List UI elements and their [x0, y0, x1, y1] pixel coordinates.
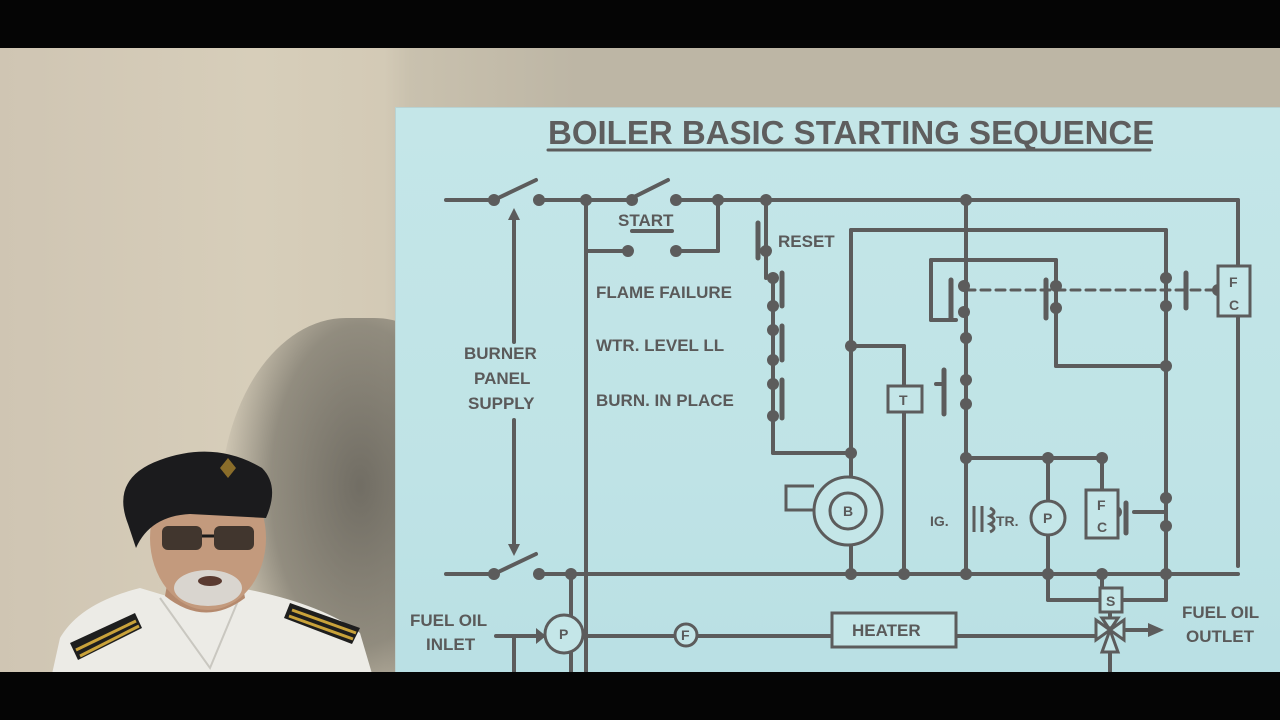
cap-badge: [220, 458, 236, 478]
flame-control-top: [1216, 264, 1252, 318]
fuel-oil-inlet-line1: FUEL OIL: [410, 611, 487, 630]
flame-control-mid-c: C: [1097, 519, 1107, 535]
blower-label: B: [843, 503, 853, 519]
fuel-oil-outlet-line2: OUTLET: [1186, 627, 1255, 646]
letterbox-bottom: [0, 672, 1280, 720]
slide-title: BOILER BASIC STARTING SEQUENCE: [548, 114, 1154, 151]
solenoid-box: [1098, 586, 1124, 614]
burner-in-place-label: BURN. IN PLACE: [596, 391, 734, 410]
starting-sequence-diagram: BOILER BASIC STARTING SEQUENCE START RES…: [410, 114, 1259, 672]
flame-control-top-f: F: [1229, 274, 1238, 290]
letterbox-top: [0, 0, 1280, 48]
glasses-right-lens: [214, 526, 254, 550]
heater-label: HEATER: [852, 621, 921, 640]
glasses-left-lens: [162, 526, 202, 550]
fuel-pump-symbol: [543, 613, 585, 655]
flame-failure-label: FLAME FAILURE: [596, 283, 732, 302]
projected-slide: BOILER BASIC STARTING SEQUENCE START RES…: [396, 108, 1280, 672]
video-frame: BOILER BASIC STARTING SEQUENCE START RES…: [0, 48, 1280, 672]
flame-control-mid: [1084, 488, 1120, 540]
filter-label: F: [681, 627, 690, 643]
solenoid-label: S: [1106, 593, 1115, 609]
beret: [123, 451, 273, 548]
burner-panel-supply-line2: PANEL: [474, 369, 530, 388]
fuel-oil-outlet-line1: FUEL OIL: [1182, 603, 1259, 622]
burner-panel-supply-line3: SUPPLY: [468, 394, 535, 413]
pump-label: P: [1043, 510, 1052, 526]
fuel-oil-inlet-line2: INLET: [426, 635, 476, 654]
ignition-label: IG.: [930, 513, 949, 529]
reset-label: RESET: [778, 232, 835, 251]
burner-panel-supply-line1: BURNER: [464, 344, 537, 363]
heater-box: [830, 611, 958, 649]
presenter: [52, 451, 372, 672]
timer-box: [886, 384, 924, 414]
transformer-label: TR.: [996, 513, 1019, 529]
water-level-label: WTR. LEVEL LL: [596, 336, 724, 355]
timer-label: T: [899, 392, 908, 408]
pump-symbol: [1029, 499, 1067, 537]
flame-control-mid-f: F: [1097, 497, 1106, 513]
filter-symbol: [673, 622, 699, 648]
flame-control-top-c: C: [1229, 297, 1239, 313]
start-label: START: [618, 211, 674, 230]
fuel-pump-label: P: [559, 626, 568, 642]
